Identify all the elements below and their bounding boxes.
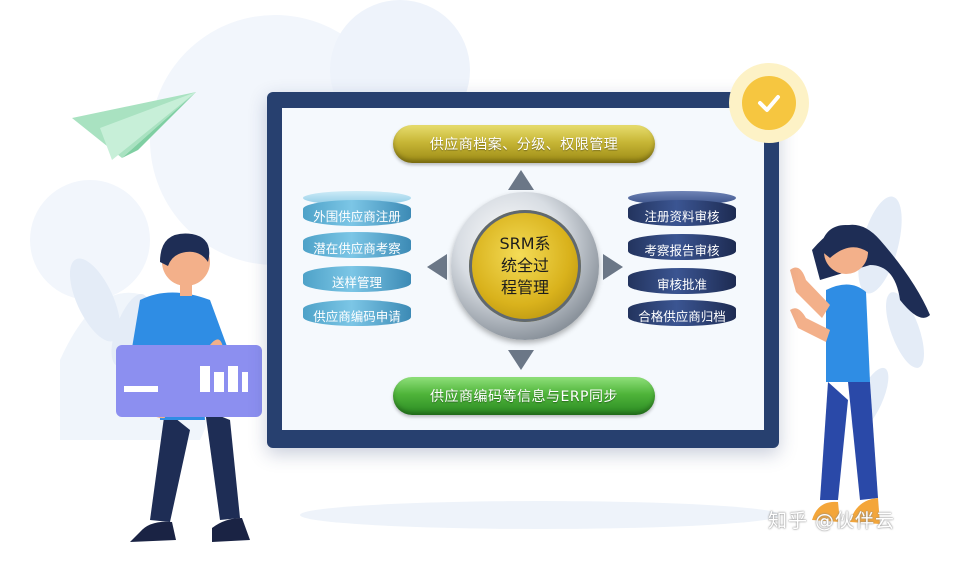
arrow-up-icon: [508, 170, 534, 190]
id-card-icon: [116, 345, 262, 417]
process-archive-label: 供应商档案、分级、权限管理: [430, 134, 619, 154]
left-stack-item-3: 送样管理: [303, 266, 411, 292]
watermark: 知乎 @伙伴云: [768, 506, 895, 533]
left-stack-item-1: 外围供应商注册: [303, 200, 411, 226]
right-stack-item-2: 考察报告审核: [628, 234, 736, 260]
process-erp-sync-label: 供应商编码等信息与ERP同步: [430, 386, 618, 406]
process-erp-sync: 供应商编码等信息与ERP同步: [393, 377, 655, 415]
center-line-1: SRM系: [499, 233, 550, 255]
arrow-left-icon: [427, 254, 447, 280]
right-stack-item-4: 合格供应商归档: [628, 300, 736, 326]
check-icon: [742, 76, 796, 130]
process-archive-management: 供应商档案、分级、权限管理: [393, 125, 655, 163]
center-line-3: 程管理: [501, 277, 549, 299]
left-stack-item-4: 供应商编码申请: [303, 300, 411, 326]
center-line-2: 统全过: [501, 255, 549, 277]
check-badge: [729, 63, 809, 143]
left-stack-item-2: 潜在供应商考察: [303, 232, 411, 258]
right-stack-item-3: 审核批准: [628, 268, 736, 294]
center-hub: SRM系 统全过 程管理: [469, 210, 581, 322]
arrow-right-icon: [603, 254, 623, 280]
right-stack-item-1: 注册资料审核: [628, 200, 736, 226]
arrow-down-icon: [508, 350, 534, 370]
